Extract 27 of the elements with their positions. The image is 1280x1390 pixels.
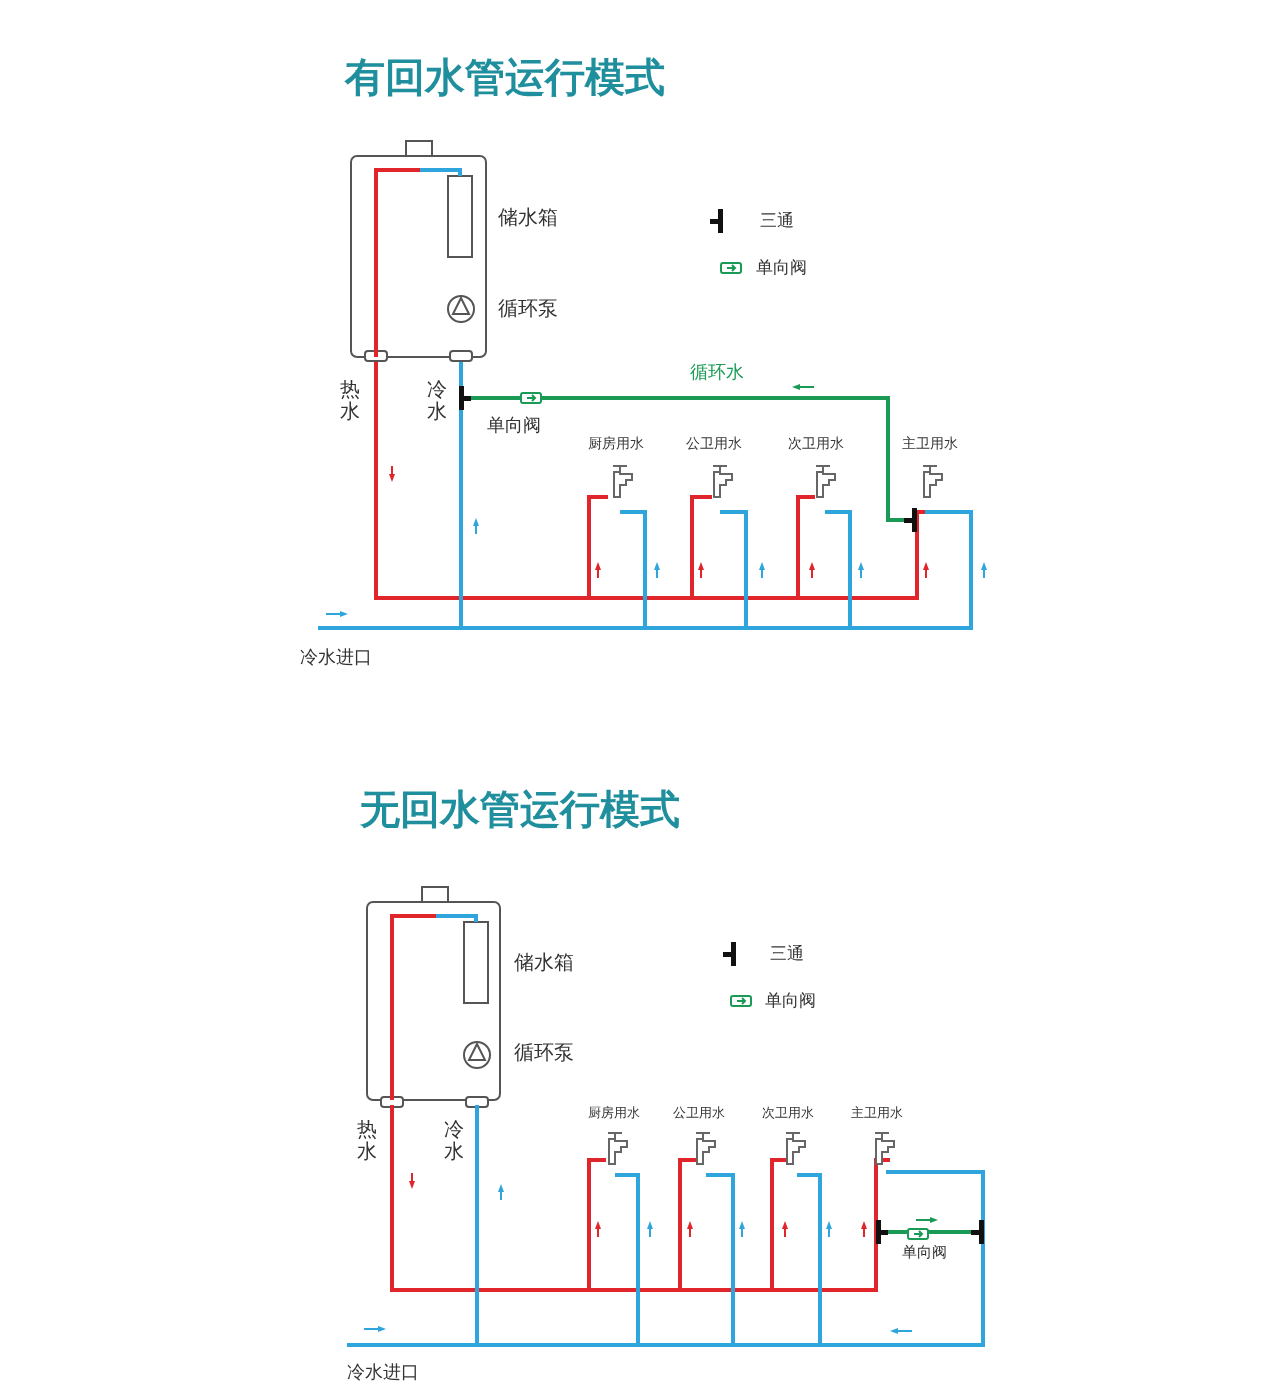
section-title: 无回水管运行模式 (360, 787, 680, 831)
fixture-label: 主卫用水 (902, 436, 958, 452)
component-label: 单向阀 (487, 415, 541, 435)
legend-label: 单向阀 (765, 991, 816, 1010)
fixture-label: 次卫用水 (762, 1106, 814, 1121)
fixture-label: 公卫用水 (686, 436, 742, 452)
pipe-label: 冷水 (444, 1118, 464, 1162)
fixture-label: 次卫用水 (788, 436, 844, 452)
pipe-label: 热水 (340, 378, 360, 422)
component-label: 公卫用水 (673, 1106, 725, 1121)
fixture-label: 冷水进口 (347, 1362, 419, 1382)
component-label: 储水箱 (498, 206, 558, 228)
pipe-label: 热水 (357, 1118, 377, 1162)
component-label: 循环泵 (498, 297, 558, 319)
inlet-label: 冷水进口 (300, 647, 372, 667)
section-title: 有回水管运行模式 (345, 55, 665, 99)
pipe-label: 循环水 (690, 362, 744, 382)
legend-label: 三通 (760, 211, 794, 230)
legend-label: 单向阀 (756, 258, 807, 277)
pipe-label: 厨房用水 (588, 1106, 640, 1121)
fixture-label: 单向阀 (902, 1244, 947, 1261)
pipe-label: 冷水 (427, 378, 447, 422)
fixture-label: 主卫用水 (851, 1106, 903, 1121)
fixture-label: 厨房用水 (588, 436, 644, 452)
component-label: 循环泵 (514, 1041, 574, 1063)
legend-label: 三通 (770, 944, 804, 963)
component-label: 储水箱 (514, 951, 574, 973)
